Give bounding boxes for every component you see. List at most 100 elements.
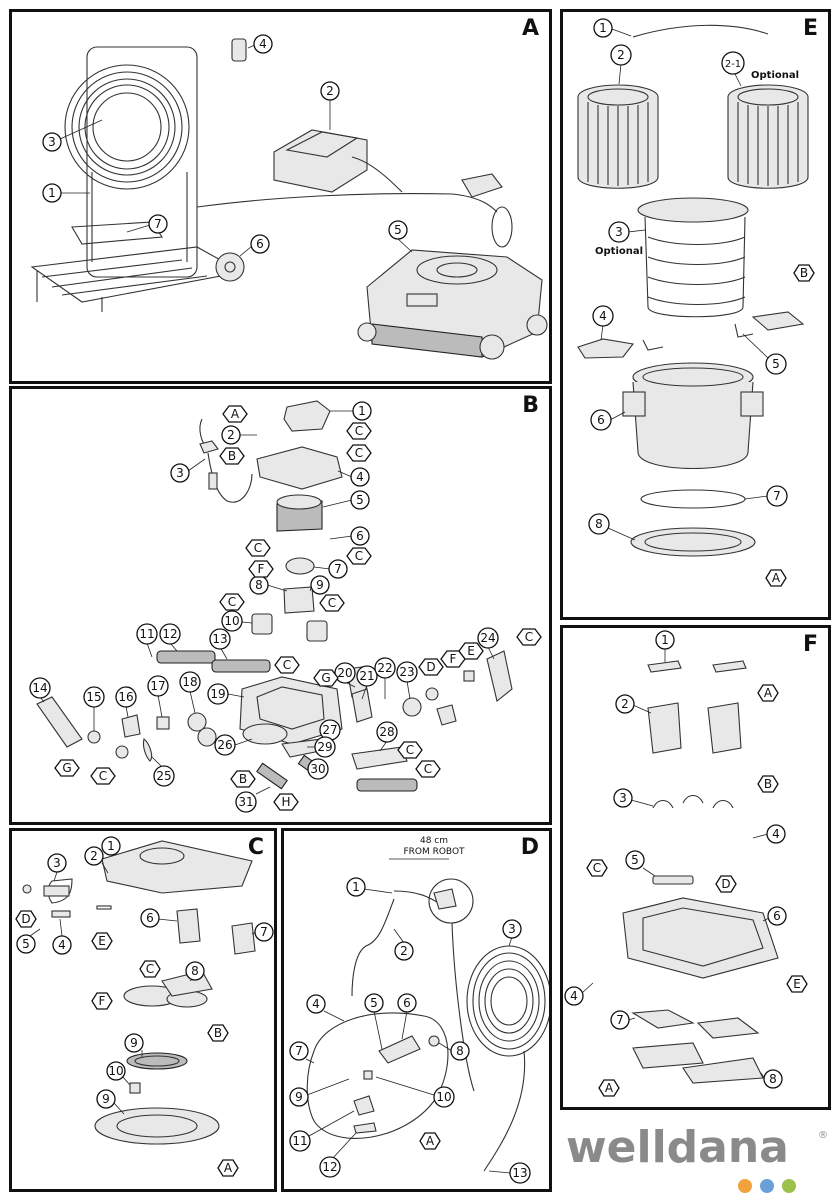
callout-e-1: 1 — [593, 18, 632, 38]
callout-b-28: 28 — [376, 721, 398, 752]
hex-b-C9: C — [90, 767, 116, 785]
svg-text:C: C — [146, 962, 154, 976]
brand-name: welldana — [566, 1122, 789, 1173]
svg-text:6: 6 — [356, 529, 364, 543]
svg-text:C: C — [525, 630, 533, 644]
svg-text:5: 5 — [356, 493, 364, 507]
hex-b-G1: G — [313, 669, 339, 687]
callout-b-31: 31 — [235, 786, 271, 813]
svg-text:7: 7 — [334, 562, 342, 576]
svg-text:11: 11 — [292, 1134, 307, 1148]
callout-c-2: 2 — [84, 846, 109, 874]
svg-text:F: F — [99, 994, 106, 1008]
callout-b-9: 9 — [309, 575, 330, 595]
brush-2 — [211, 659, 271, 673]
svg-text:B: B — [228, 449, 236, 463]
svg-text:6: 6 — [256, 237, 264, 251]
svg-text:5: 5 — [370, 996, 378, 1010]
svg-text:7: 7 — [154, 217, 162, 231]
brand-dot-orange — [738, 1179, 752, 1193]
callout-d-3: 3 — [502, 919, 522, 947]
svg-text:A: A — [231, 407, 240, 421]
svg-text:6: 6 — [403, 996, 411, 1010]
svg-text:3: 3 — [619, 791, 627, 805]
callout-b-13: 13 — [209, 628, 231, 660]
flap-2 — [707, 702, 742, 754]
filter-cartridge-optional — [727, 84, 809, 189]
svg-text:1: 1 — [107, 839, 115, 853]
svg-text:B: B — [214, 1026, 222, 1040]
svg-text:2: 2 — [90, 849, 98, 863]
svg-text:D: D — [721, 877, 730, 891]
filter-cartridge — [577, 84, 659, 189]
svg-text:E: E — [467, 644, 475, 658]
callout-b-12: 12 — [159, 623, 181, 652]
callout-a-5: 5 — [388, 220, 413, 253]
svg-text:15: 15 — [86, 690, 101, 704]
power-supply — [273, 129, 403, 193]
svg-text:5: 5 — [772, 357, 780, 371]
callout-b-23: 23 — [396, 661, 418, 700]
svg-text:4: 4 — [58, 938, 66, 952]
callout-d-5: 5 — [364, 993, 384, 1050]
svg-text:19: 19 — [210, 687, 225, 701]
callout-b-10: 10 — [221, 610, 253, 632]
reel-cart — [30, 46, 245, 312]
panel-letter: A — [521, 16, 539, 41]
callout-f-4a: 4 — [752, 824, 786, 844]
svg-text:C: C — [328, 596, 336, 610]
svg-text:10: 10 — [108, 1064, 123, 1078]
distance-note-2: FROM ROBOT — [403, 847, 465, 857]
svg-text:2: 2 — [326, 84, 334, 98]
chassis-base — [622, 897, 779, 979]
hex-c-E: E — [91, 932, 113, 950]
hex-f-A2: A — [598, 1079, 620, 1097]
hex-c-C: C — [139, 960, 161, 978]
svg-text:B: B — [764, 777, 772, 791]
svg-text:10: 10 — [436, 1090, 451, 1104]
svg-text:9: 9 — [295, 1090, 303, 1104]
callout-b-4: 4 — [337, 467, 370, 487]
callout-e-6: 6 — [590, 409, 626, 431]
panel-letter: C — [247, 835, 264, 860]
callout-c-1: 1 — [101, 836, 121, 856]
hex-f-B: B — [757, 775, 779, 793]
panel-c: C 1 2 3 4 5 6 7 8 9 10 9 D E C F B — [9, 828, 277, 1192]
svg-text:8: 8 — [456, 1044, 464, 1058]
svg-text:2: 2 — [621, 697, 629, 711]
callout-b-1: 1 — [330, 401, 372, 421]
panel-d-diagram: 48 cm FROM ROBOT 1 2 3 4 5 6 7 8 9 10 11… — [289, 836, 549, 1184]
svg-text:9: 9 — [102, 1092, 110, 1106]
svg-text:2: 2 — [400, 944, 408, 958]
svg-text:8: 8 — [769, 1072, 777, 1086]
panel-f-diagram: 1 2 3 4 5 6 4 7 8 A B C D E A — [564, 630, 808, 1097]
callout-d-12: 12 — [319, 1132, 357, 1178]
callout-b-20: 20 — [334, 662, 356, 688]
callout-b-19: 19 — [207, 683, 245, 705]
brand-logo: welldana ® — [566, 1122, 834, 1193]
callout-b-25: 25 — [151, 756, 175, 787]
housing — [256, 446, 343, 490]
callout-a-1: 1 — [42, 183, 90, 203]
callout-b-11: 11 — [136, 623, 158, 658]
callout-c-5: 5 — [16, 928, 41, 954]
svg-text:C: C — [355, 446, 363, 460]
svg-text:16: 16 — [118, 690, 133, 704]
callout-c-10: 10 — [106, 1061, 131, 1086]
svg-text:C: C — [355, 424, 363, 438]
svg-text:3: 3 — [508, 922, 516, 936]
svg-text:4: 4 — [599, 309, 607, 323]
callout-b-3: 3 — [170, 458, 206, 483]
svg-text:C: C — [283, 658, 291, 672]
svg-text:2: 2 — [227, 428, 235, 442]
svg-text:12: 12 — [322, 1160, 337, 1174]
callout-d-13: 13 — [488, 1162, 531, 1184]
callout-d-10: 10 — [375, 1076, 455, 1108]
svg-text:20: 20 — [337, 666, 352, 680]
svg-text:C: C — [355, 549, 363, 563]
svg-text:8: 8 — [595, 517, 603, 531]
svg-text:B: B — [800, 266, 808, 280]
svg-text:8: 8 — [191, 964, 199, 978]
hex-b-C8: C — [516, 628, 542, 646]
svg-text:D: D — [426, 660, 435, 674]
